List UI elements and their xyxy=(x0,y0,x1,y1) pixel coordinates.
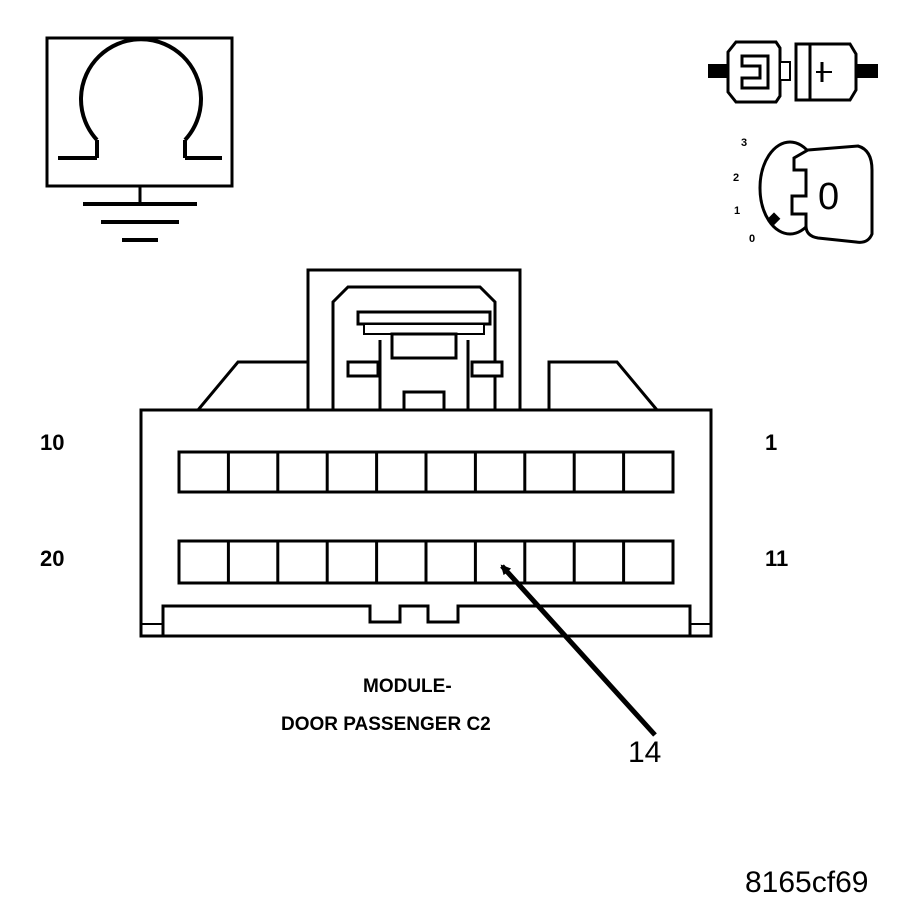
connector-body xyxy=(139,268,713,638)
figure-id: 8165cf69 xyxy=(745,866,869,899)
cavities-bottom xyxy=(226,541,626,583)
connector-caption-line1: MODULE- xyxy=(363,676,452,697)
pin-label-top-right: 1 xyxy=(765,430,778,455)
ignition-position-2: 2 xyxy=(733,172,740,184)
ignition-position-3: 3 xyxy=(741,137,748,149)
pin-label-top-left: 10 xyxy=(40,430,65,455)
ignition-key-label: 0 xyxy=(818,176,840,218)
cavities-top xyxy=(226,452,626,492)
ignition-position-1: 1 xyxy=(734,205,741,217)
pin-label-bottom-right: 11 xyxy=(765,546,789,571)
connector-caption-line2: DOOR PASSENGER C2 xyxy=(281,714,491,735)
ignition-key-off-icon xyxy=(758,140,874,244)
callout-number: 14 xyxy=(628,736,662,769)
ohmmeter-ground-icon xyxy=(45,36,234,242)
callout-leader-arrow xyxy=(500,564,657,737)
disconnect-connector-icon xyxy=(708,40,878,104)
ignition-position-0: 0 xyxy=(749,233,756,245)
pin-label-bottom-left: 20 xyxy=(40,546,65,571)
